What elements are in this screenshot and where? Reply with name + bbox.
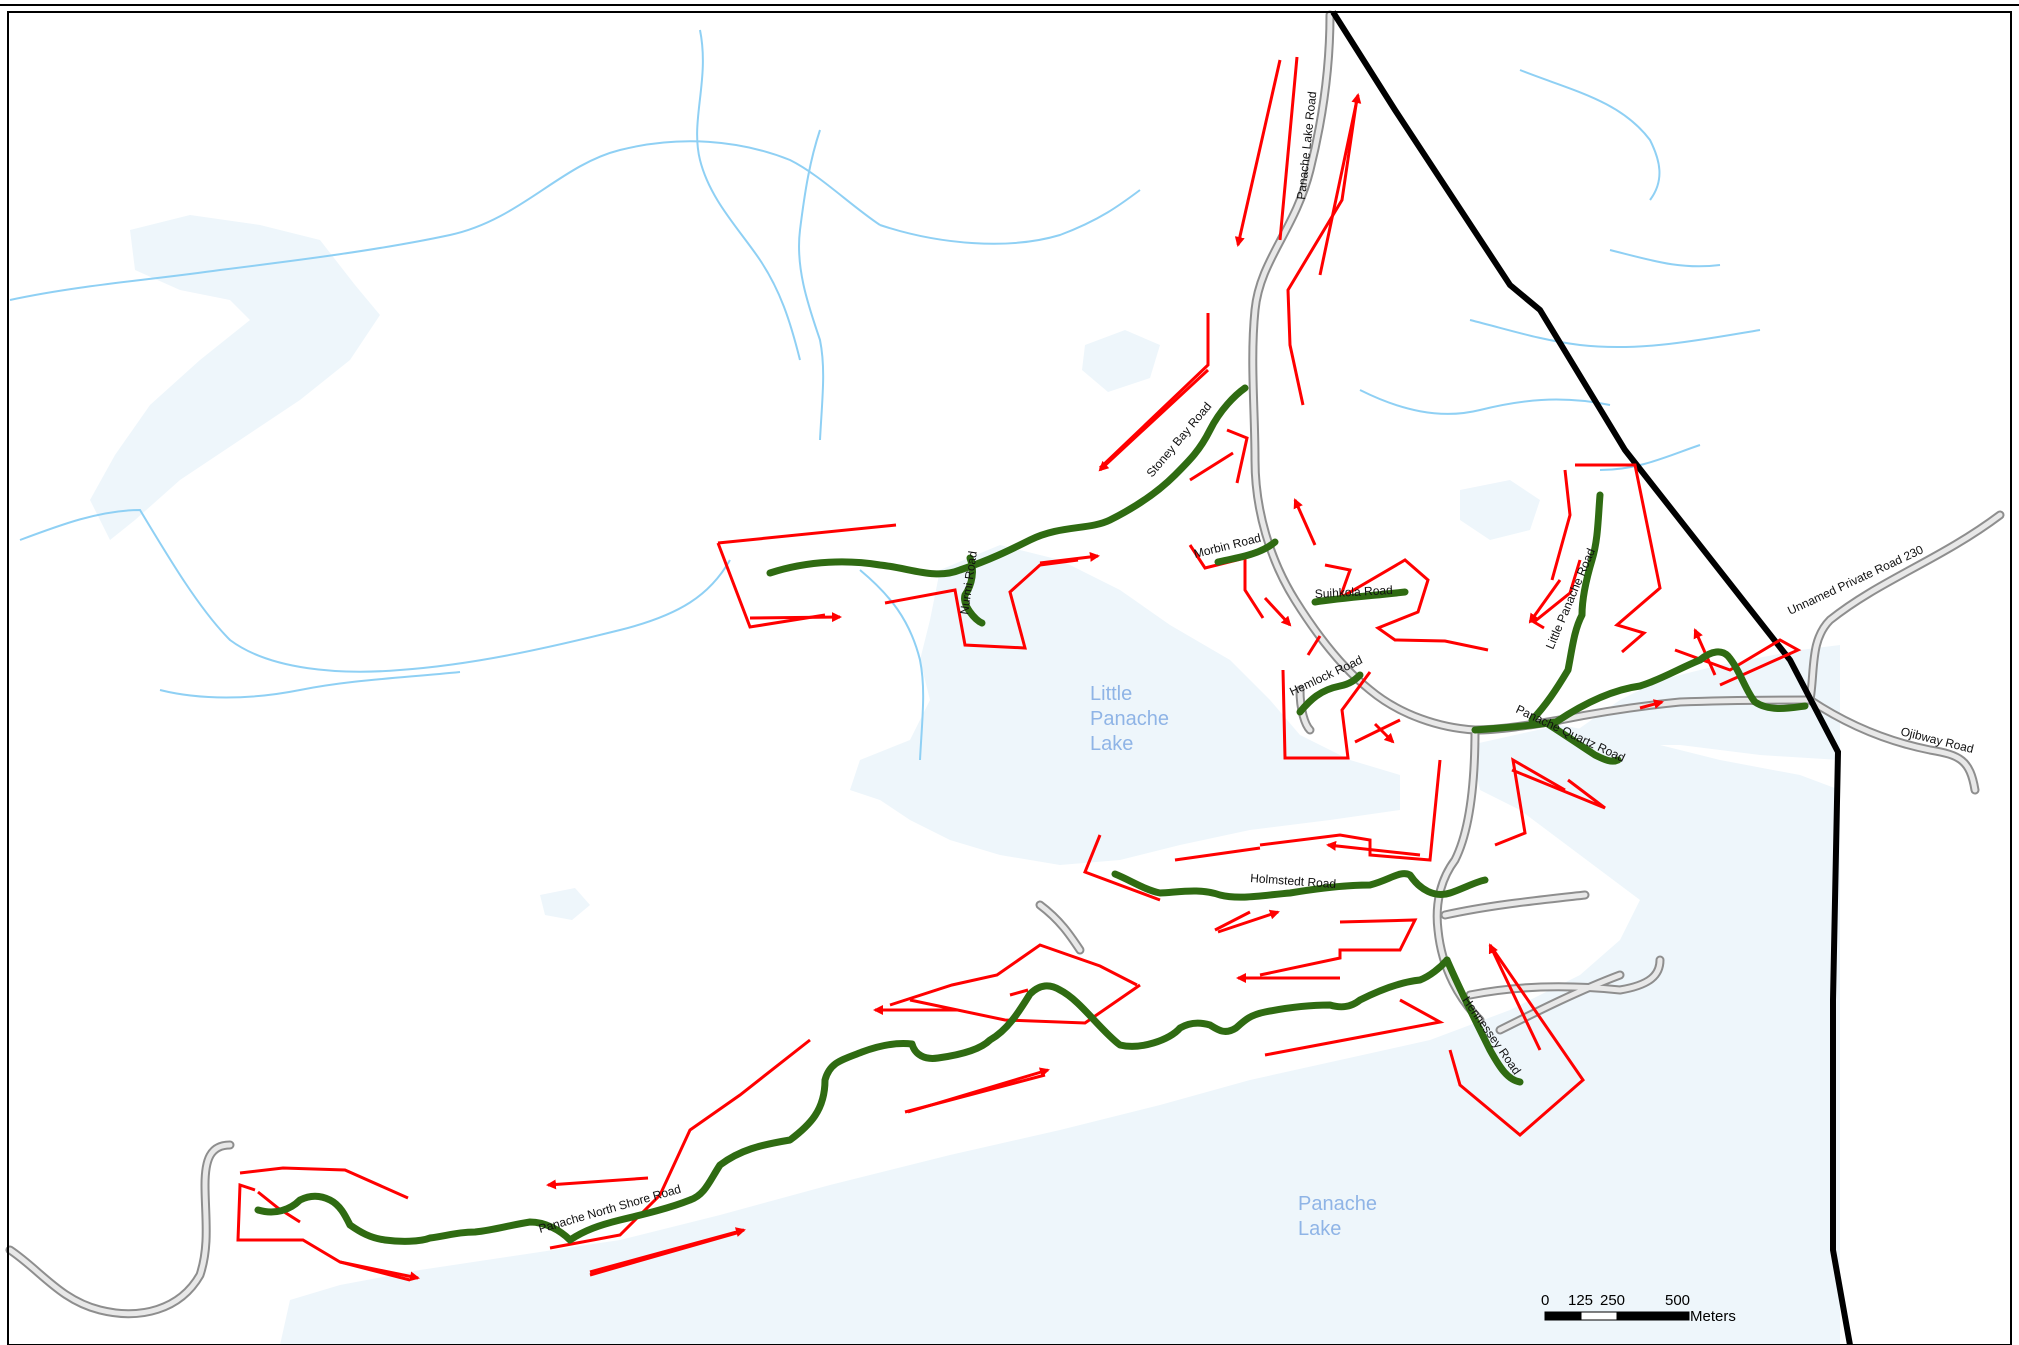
roads-layer	[5, 10, 2005, 1319]
stream-7	[859, 569, 925, 761]
trail-suihkola	[1311, 588, 1409, 606]
small-pond-se	[1460, 480, 1540, 540]
lake-label-little-panache-line-2: Panache	[1090, 708, 1169, 730]
scale-tick-500: 500	[1665, 1292, 1690, 1309]
trail-stoney-bay	[766, 384, 1249, 578]
scale-units: Meters	[1690, 1308, 1736, 1325]
trails-layer	[254, 384, 1809, 1245]
trail-holmstedt	[1111, 870, 1489, 901]
trail-panache-quartz-main	[1471, 648, 1809, 734]
lake-label-panache-line-2: Lake	[1298, 1218, 1341, 1240]
trail-hennessey	[1443, 956, 1524, 1086]
scale-bar: 0 125 250 500 Meters	[1541, 1292, 1736, 1325]
trail-little-panache	[1528, 491, 1604, 724]
road-label-holmstedt-road: Holmstedt Road	[1250, 871, 1337, 891]
road-label-suihkola-road: Suihkola Road	[1314, 583, 1393, 601]
stream-layer	[9, 29, 1761, 761]
trail-hemlock	[1296, 671, 1364, 716]
trail-panache-north-shore	[254, 956, 1451, 1245]
stream-6	[159, 671, 461, 699]
trail-morbin	[1214, 538, 1279, 566]
stream-5	[19, 508, 731, 673]
pond-sw	[540, 888, 590, 920]
stream-12	[1599, 444, 1701, 471]
scale-tick-125: 125	[1568, 1292, 1593, 1309]
scale-tick-0: 0	[1541, 1292, 1549, 1309]
stream-1	[9, 140, 881, 301]
road-label-little-panache-road: Little Panache Road	[1543, 546, 1598, 651]
stream-8	[1359, 389, 1611, 415]
scale-segment-1	[1544, 1311, 1582, 1321]
trail-panache-quartz-spur	[1544, 720, 1622, 765]
stream-9	[1519, 69, 1661, 201]
lake-labels: Little Panache Lake Panache Lake	[1090, 683, 1377, 1240]
stream-4	[696, 29, 801, 361]
trail-nurmi	[961, 554, 986, 627]
stream-2	[879, 189, 1141, 245]
stream-3	[798, 129, 825, 441]
boundary-line	[1330, 10, 1853, 1345]
stream-10	[1469, 319, 1761, 349]
north-pond	[1082, 330, 1160, 392]
scale-segment-3	[1616, 1311, 1690, 1321]
panache-lake	[280, 725, 1840, 1345]
stream-11	[1609, 249, 1721, 268]
little-panache-lake	[850, 545, 1400, 865]
map-frame	[7, 11, 2012, 1345]
scale-tick-250: 250	[1600, 1292, 1625, 1309]
lake-label-little-panache-line-1: Little	[1090, 683, 1132, 705]
lake-label-panache-line-1: Panache	[1298, 1193, 1377, 1215]
direction-arrows	[339, 59, 1717, 1282]
lake-label-little-panache-line-3: Lake	[1090, 733, 1133, 755]
water-layer	[90, 215, 1840, 1345]
west-lake	[90, 215, 380, 540]
scale-segment-2	[1580, 1311, 1618, 1321]
